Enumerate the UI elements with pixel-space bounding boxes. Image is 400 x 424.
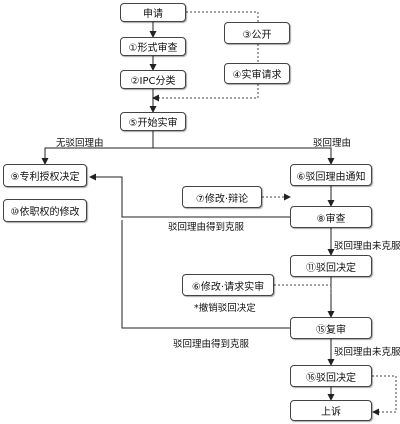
arrow-to-notice [153, 147, 335, 165]
dashed-request-start [152, 84, 259, 102]
node-amend-request: ⑥修改·请求实审 [182, 274, 274, 296]
node-grant-decision: ⑨专利授权决定 [3, 164, 87, 187]
node-publish: ③公开 [224, 22, 290, 44]
arrow-overcome-2 [121, 220, 290, 329]
node-rejection-notice: ⑥驳回理由通知 [290, 164, 372, 186]
node-formal-exam: ①形式审查 [120, 37, 186, 56]
node-apply: 申请 [120, 3, 186, 22]
node-examination: ⑧审查 [290, 206, 372, 228]
dashed-amend-review [274, 284, 332, 293]
node-exam-request: ④实审请求 [224, 63, 290, 84]
label-overcome-1: 驳回理由得到克服 [168, 222, 245, 233]
label-no-reason: 无驳回理由 [56, 138, 104, 149]
label-revoke: *撤销驳回决定 [194, 303, 256, 314]
node-amend-argue: ⑦修改·辩论 [182, 186, 262, 208]
node-ipc: ②IPC分类 [120, 70, 186, 89]
node-appeal: 上诉 [290, 400, 372, 421]
node-start-exam: ⑤开始实审 [120, 112, 186, 131]
label-not-overcome-1: 驳回理由未克服 [334, 241, 400, 252]
label-overcome-2: 驳回理由得到克服 [173, 339, 250, 350]
node-rejection-decision-2: ⑯驳回决定 [290, 365, 372, 387]
dashed-appeal-loop [372, 375, 397, 416]
arrow-overcome-1 [89, 173, 290, 218]
node-rejection-decision: ⑪驳回决定 [290, 255, 372, 277]
label-reason: 驳回理由 [313, 138, 352, 149]
label-not-overcome-2: 驳回理由未克服 [334, 347, 400, 358]
node-official-amend: ⑩依职权的修改 [3, 199, 87, 222]
dashed-apply-publish [186, 11, 259, 22]
arrow-to-grant [41, 131, 154, 165]
node-review: ⑮复审 [290, 317, 372, 339]
